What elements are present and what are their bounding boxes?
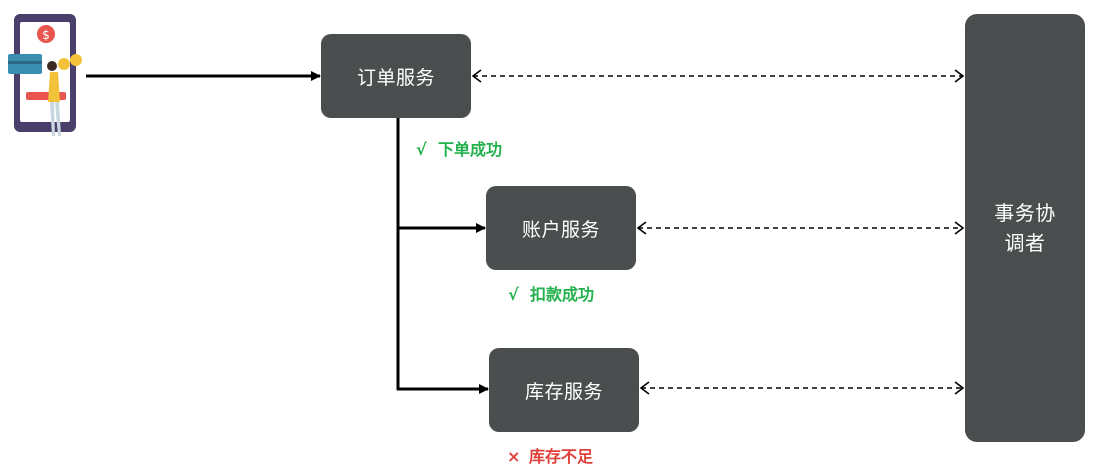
order-service-label: 订单服务 <box>356 66 435 89</box>
stock-service-label: 库存服务 <box>524 380 603 403</box>
account-success-status: √ 扣款成功 <box>508 281 594 305</box>
coordinator-label-line-1: 事务协 <box>994 201 1056 225</box>
stock-status-text: 库存不足 <box>529 447 594 466</box>
transaction-coordinator-node: 事务协 调者 <box>965 14 1085 442</box>
stock-failure-status: × 库存不足 <box>507 443 593 467</box>
check-icon: √ <box>508 285 519 304</box>
stock-service-node: 库存服务 <box>489 348 639 432</box>
mobile-payment-user-icon: $ <box>8 14 82 136</box>
connectors-layer <box>86 69 965 395</box>
account-service-label: 账户服务 <box>521 218 600 241</box>
coordinator-label-line-2: 调者 <box>1004 231 1046 255</box>
svg-text:$: $ <box>42 28 50 42</box>
order-success-status: √ 下单成功 <box>416 136 502 160</box>
order-service-node: 订单服务 <box>321 34 471 118</box>
check-icon: √ <box>416 140 427 159</box>
account-status-text: 扣款成功 <box>530 285 595 304</box>
order-status-text: 下单成功 <box>438 140 503 159</box>
diagram-canvas: $ 订单服务 账户服务 库存服务 事务协 调者 √ 下单成功 √ 扣款成功 × 库存不… <box>8 14 1085 466</box>
cross-icon: × <box>507 447 521 466</box>
account-service-node: 账户服务 <box>486 186 636 270</box>
